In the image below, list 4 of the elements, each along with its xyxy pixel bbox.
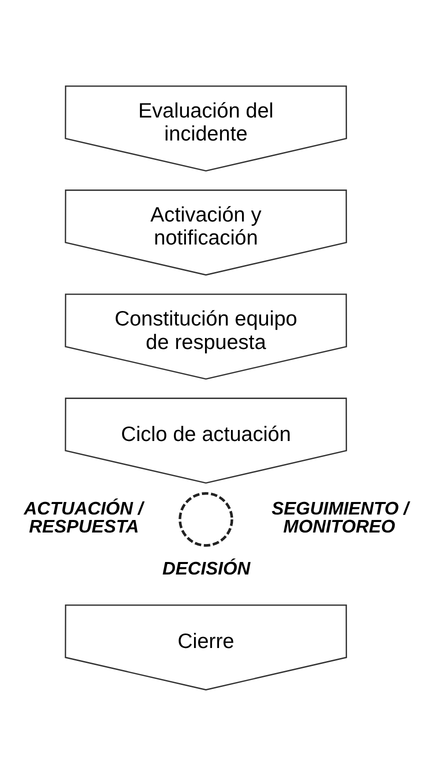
label: ACTUACIÓN / RESPUESTA xyxy=(24,498,144,536)
node-circle xyxy=(178,492,234,546)
label: DECISIÓN xyxy=(162,558,250,578)
label: SEGUIMIENTO / MONITOREO xyxy=(272,498,409,536)
